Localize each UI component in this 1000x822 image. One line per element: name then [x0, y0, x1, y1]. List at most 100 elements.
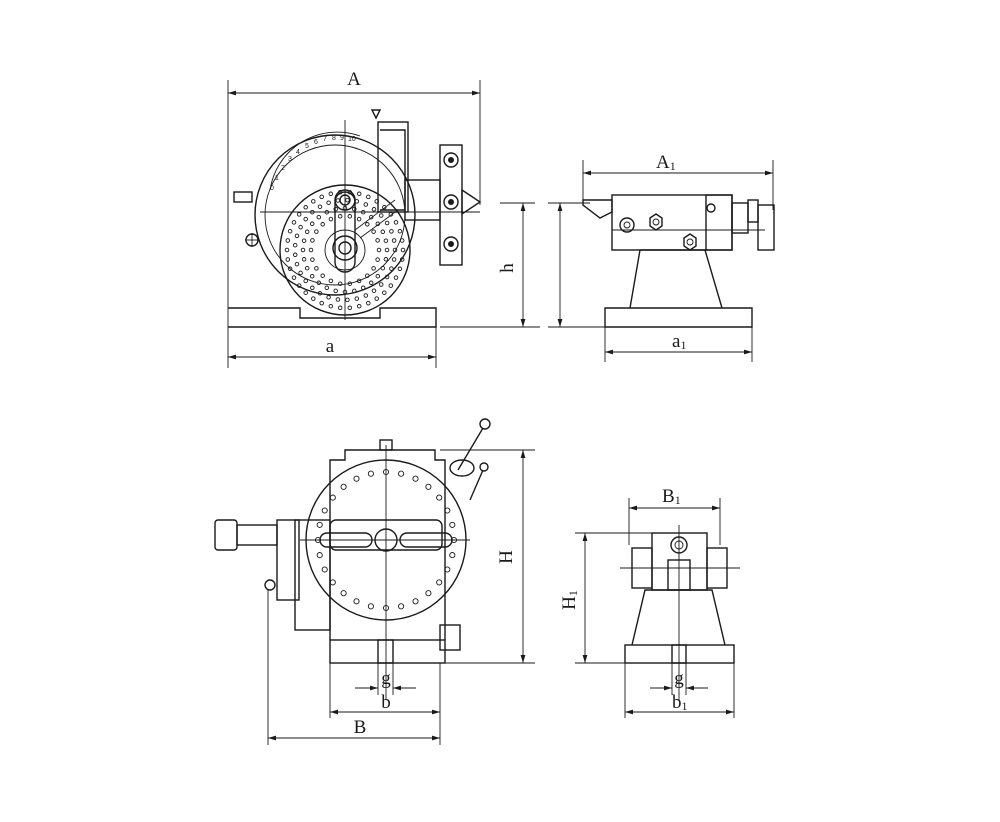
hole: [319, 194, 324, 200]
hole: [388, 212, 394, 217]
svg-text:1: 1: [275, 175, 279, 182]
hole: [310, 257, 315, 262]
hole: [347, 189, 353, 195]
hole: [294, 261, 300, 267]
hole: [376, 247, 382, 253]
hole: [371, 266, 376, 271]
dim-label-h: h: [497, 263, 518, 273]
hole: [378, 213, 384, 218]
hole: [301, 238, 307, 243]
hole: [382, 205, 387, 210]
hole: [335, 198, 341, 203]
dim-label-H1: H1: [559, 590, 580, 610]
svg-text:6: 6: [314, 139, 318, 146]
hole: [356, 303, 362, 309]
hole: [287, 228, 293, 234]
hole: [363, 293, 369, 298]
hole: [303, 290, 308, 295]
dial-ring: [254, 134, 416, 296]
hole: [298, 224, 303, 230]
hole: [317, 291, 323, 296]
hole: [391, 238, 397, 243]
hole: [374, 199, 379, 204]
hole: [425, 590, 432, 597]
svg-text:4: 4: [296, 149, 300, 156]
hole: [352, 288, 357, 294]
hole: [347, 305, 353, 311]
hole: [436, 579, 443, 586]
hole: [393, 220, 399, 225]
hole: [303, 205, 308, 210]
dim-label-a: a: [326, 336, 335, 357]
svg-text:0: 0: [270, 185, 274, 192]
hole: [449, 552, 456, 559]
hole: [291, 275, 297, 280]
hole: [366, 194, 371, 200]
hole: [347, 214, 353, 219]
hole: [303, 216, 308, 222]
dim-label-b: b: [381, 692, 391, 713]
hole: [324, 285, 330, 291]
hole: [356, 278, 362, 284]
hole: [314, 266, 319, 271]
hole: [360, 285, 366, 291]
dim-label-H: H: [496, 550, 517, 564]
hole: [328, 278, 334, 284]
hole: [328, 191, 334, 197]
hole: [399, 238, 405, 243]
hole: [296, 283, 302, 288]
hole: [304, 265, 310, 271]
hole: [320, 273, 325, 278]
hole: [449, 521, 456, 528]
hole: [292, 242, 298, 248]
hole: [308, 247, 314, 253]
hole: [285, 257, 291, 262]
hole: [363, 202, 369, 207]
hole: [321, 566, 328, 573]
dim-label-A1: A1: [656, 152, 676, 173]
hole: [287, 266, 293, 272]
hole: [296, 212, 302, 217]
base-plate: [228, 307, 437, 328]
hole: [368, 214, 374, 220]
hole: [345, 297, 350, 303]
hole: [300, 247, 306, 253]
hole: [294, 233, 300, 239]
hole: [412, 475, 419, 482]
svg-text:2: 2: [281, 165, 285, 172]
hole: [301, 257, 307, 262]
hole: [393, 275, 399, 280]
hole: [352, 206, 357, 212]
hole: [375, 238, 380, 243]
dim-label-B1: B1: [662, 486, 681, 507]
hole: [309, 273, 315, 279]
view-end-elevation: H g b B: [214, 418, 535, 745]
hole: [310, 238, 315, 243]
hole: [316, 552, 323, 559]
hole: [314, 229, 319, 234]
hole: [383, 238, 389, 243]
hole: [340, 590, 347, 597]
dim-label-a1: a1: [672, 331, 686, 352]
hole: [284, 247, 290, 253]
hole: [380, 229, 386, 235]
hole: [375, 257, 380, 262]
hole: [354, 296, 360, 301]
hole: [356, 191, 362, 197]
hole: [371, 207, 377, 212]
dial-scale: 0 1 2 3 4 5 6 7 8 9 10: [269, 131, 361, 192]
svg-text:8: 8: [332, 135, 336, 142]
hole: [326, 200, 331, 205]
hole: [383, 257, 389, 262]
hole: [400, 247, 406, 253]
dim-label-A: A: [347, 69, 361, 90]
hole: [292, 252, 298, 258]
hole: [285, 238, 291, 243]
hole: [316, 280, 322, 286]
hole: [397, 228, 403, 234]
hole: [335, 297, 341, 302]
hole: [382, 290, 387, 295]
hole: [326, 295, 331, 300]
hole: [375, 273, 381, 279]
